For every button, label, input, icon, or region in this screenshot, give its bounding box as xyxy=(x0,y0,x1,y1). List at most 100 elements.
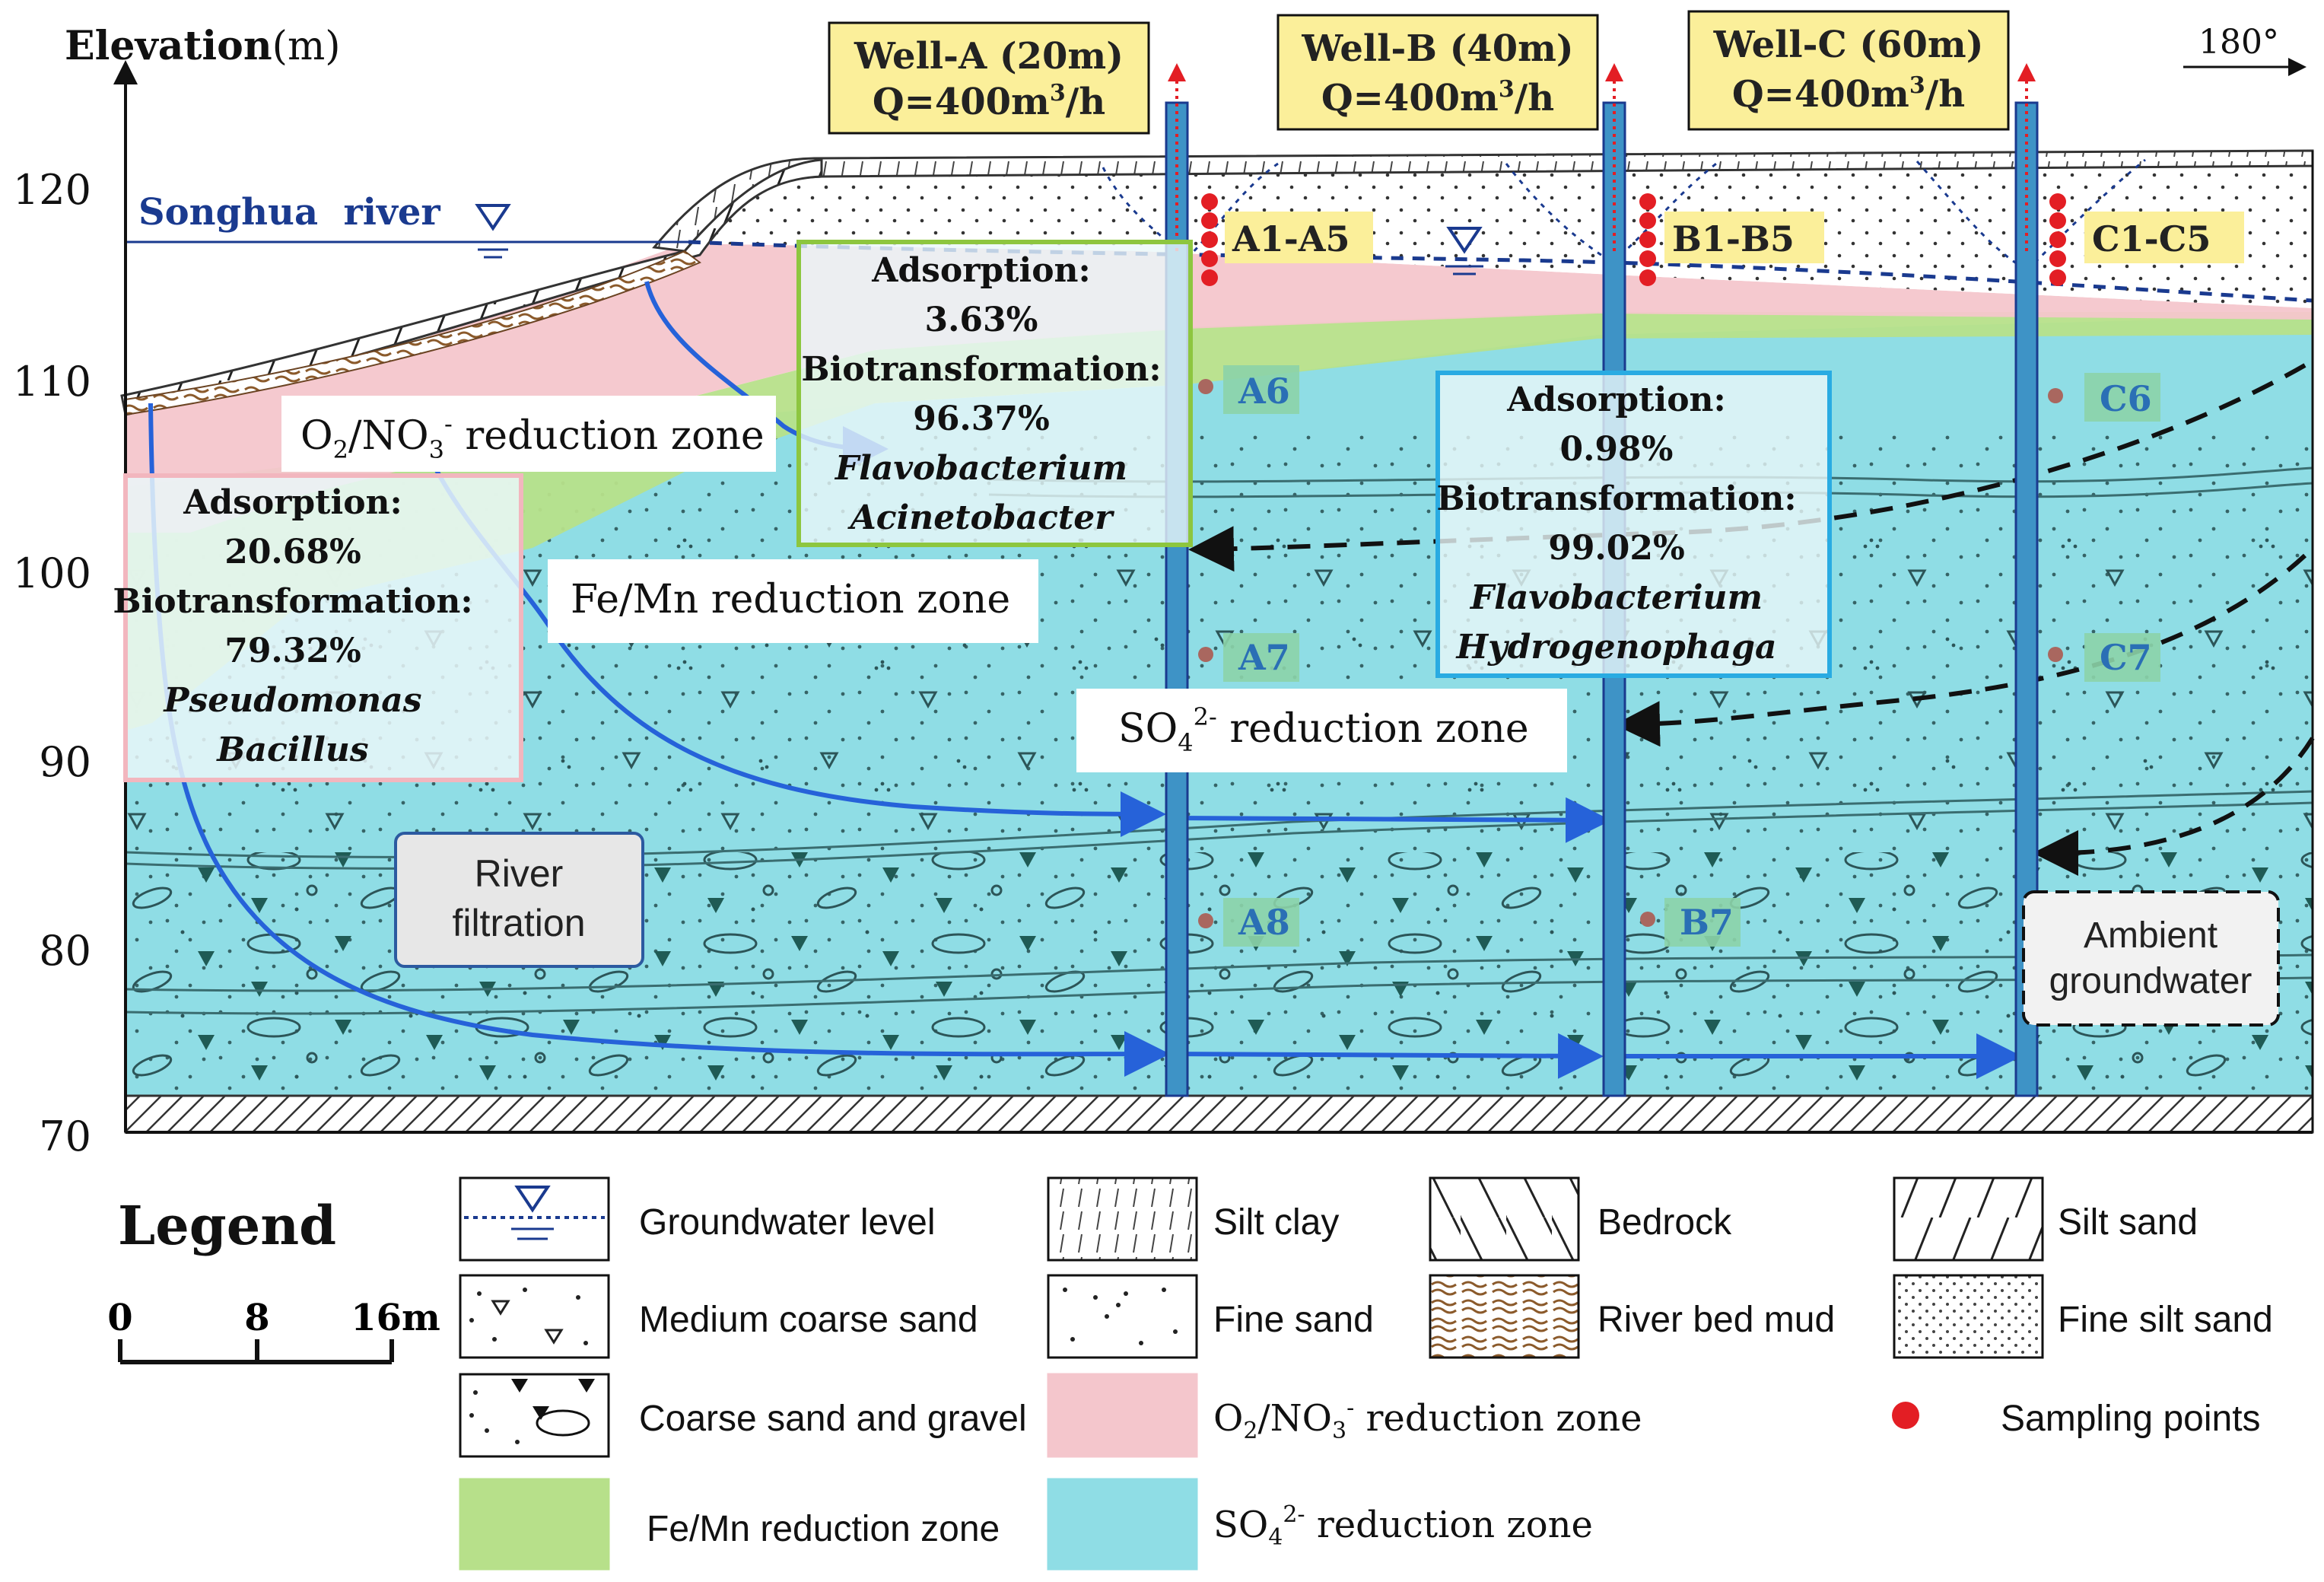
ambient-groundwater-label: Ambient groundwater xyxy=(2022,890,2280,1027)
tick-label: 120 xyxy=(13,166,91,214)
svg-text:River: River xyxy=(475,852,564,895)
well-label-a: Well-A (20m) Q=400m3/h xyxy=(828,21,1150,135)
svg-text:Fe/Mn reduction zone: Fe/Mn reduction zone xyxy=(571,577,1010,622)
svg-text:0: 0 xyxy=(107,1297,132,1339)
svg-text:Q=400m3/h: Q=400m3/h xyxy=(1321,76,1554,119)
legend-medium-coarse-sand: Medium coarse sand xyxy=(459,1274,978,1359)
svg-text:A8: A8 xyxy=(1238,902,1290,943)
river-bed-mud xyxy=(125,250,701,416)
zone-label-o2: O2/NO3- reduction zone xyxy=(281,396,776,472)
svg-text:C7: C7 xyxy=(2100,637,2152,678)
svg-text:Silt sand: Silt sand xyxy=(2058,1202,2198,1243)
legend-fine-silt-sand: Fine silt sand xyxy=(1893,1274,2273,1359)
svg-text:Q=400m3/h: Q=400m3/h xyxy=(1732,72,1965,116)
zone-label-fe-mn: Fe/Mn reduction zone xyxy=(548,559,1038,643)
svg-text:3.63%: 3.63% xyxy=(925,301,1038,339)
svg-text:filtration: filtration xyxy=(452,902,585,944)
svg-text:Well-B (40m): Well-B (40m) xyxy=(1301,27,1573,70)
svg-text:Adsorption:: Adsorption: xyxy=(1506,380,1726,419)
groundwater-symbol xyxy=(1445,227,1483,275)
svg-text:Medium coarse sand: Medium coarse sand xyxy=(639,1300,978,1340)
sampling-point-icon xyxy=(1892,1402,1919,1429)
svg-text:0.98%: 0.98% xyxy=(1560,430,1674,469)
svg-text:Biotransformation:: Biotransformation: xyxy=(801,350,1161,389)
svg-text:99.02%: 99.02% xyxy=(1548,529,1685,568)
elevation-axis: Elevation(m) 120 110 100 90 80 70 xyxy=(13,23,341,1160)
zone-label-so4: SO42- reduction zone xyxy=(1076,689,1567,772)
svg-text:C6: C6 xyxy=(2100,378,2152,419)
tick-label: 110 xyxy=(13,358,91,406)
river-filtration-label: River filtration xyxy=(394,832,644,968)
svg-text:Biotransformation:: Biotransformation: xyxy=(1436,479,1796,518)
legend: Legend 0 8 16m Groundwater level Silt cl… xyxy=(107,1176,2273,1571)
bedrock-strip xyxy=(124,1094,2314,1134)
annotation-box-pink: Adsorption: 20.68% Biotransformation: 79… xyxy=(113,473,523,782)
river-water-symbol xyxy=(472,204,514,259)
svg-text:SO42- reduction zone: SO42- reduction zone xyxy=(1213,1501,1593,1551)
svg-text:A6: A6 xyxy=(1238,371,1290,412)
svg-text:B1-B5: B1-B5 xyxy=(1672,218,1795,259)
well-label-b: Well-B (40m) Q=400m3/h xyxy=(1276,14,1599,131)
legend-o2-zone: O2/NO3- reduction zone xyxy=(1047,1373,1642,1458)
tick-label: 80 xyxy=(39,927,91,975)
legend-silt-sand: Silt sand xyxy=(1893,1176,2198,1262)
svg-text:16m: 16m xyxy=(351,1297,440,1339)
o2-no3-zone-fill xyxy=(126,244,2313,533)
svg-text:C1-C5: C1-C5 xyxy=(2092,218,2211,259)
tick-label: 100 xyxy=(13,549,91,597)
annotation-box-green: Adsorption: 3.63% Biotransformation: 96.… xyxy=(796,240,1193,547)
svg-text:Silt clay: Silt clay xyxy=(1213,1202,1339,1243)
svg-text:O2/NO3- reduction zone: O2/NO3- reduction zone xyxy=(300,409,765,464)
svg-text:O2/NO3- reduction zone: O2/NO3- reduction zone xyxy=(1213,1395,1642,1444)
svg-text:Fine sand: Fine sand xyxy=(1213,1300,1374,1340)
svg-text:River bed mud: River bed mud xyxy=(1598,1300,1835,1340)
svg-text:20.68%: 20.68% xyxy=(224,533,361,571)
legend-river-bed-mud: River bed mud xyxy=(1429,1274,1835,1359)
legend-fine-sand: Fine sand xyxy=(1047,1274,1374,1359)
legend-sampling-points: Sampling points xyxy=(1892,1399,2261,1439)
svg-text:Coarse sand and gravel: Coarse sand and gravel xyxy=(639,1399,1027,1439)
svg-text:Ambient: Ambient xyxy=(2084,915,2217,956)
svg-text:Flavobacterium: Flavobacterium xyxy=(1469,578,1763,617)
sampling-points xyxy=(1198,193,2066,928)
svg-text:96.37%: 96.37% xyxy=(913,399,1050,438)
svg-text:Adsorption:: Adsorption: xyxy=(183,483,402,522)
well-label-c: Well-C (60m) Q=400m3/h xyxy=(1687,10,2010,131)
legend-title: Legend xyxy=(118,1194,336,1257)
axis-title: Elevation(m) xyxy=(65,23,341,69)
svg-text:180°: 180° xyxy=(2198,23,2279,62)
svg-text:79.32%: 79.32% xyxy=(224,632,361,670)
svg-text:A7: A7 xyxy=(1238,637,1290,678)
svg-text:groundwater: groundwater xyxy=(2049,961,2252,1001)
svg-text:Bedrock: Bedrock xyxy=(1598,1202,1732,1243)
well-a xyxy=(1165,63,1189,1097)
svg-text:Bacillus: Bacillus xyxy=(215,731,368,769)
svg-text:Fe/Mn reduction zone: Fe/Mn reduction zone xyxy=(647,1509,1000,1549)
svg-text:Groundwater level: Groundwater level xyxy=(639,1202,936,1243)
svg-text:Hydrogenophaga: Hydrogenophaga xyxy=(1454,628,1776,667)
legend-coarse-sand-gravel: Coarse sand and gravel xyxy=(459,1373,1027,1458)
legend-silt-clay: Silt clay xyxy=(1047,1176,1339,1262)
svg-text:8: 8 xyxy=(244,1297,269,1339)
scale-bar: 0 8 16m xyxy=(107,1297,440,1364)
legend-fe-mn-zone: Fe/Mn reduction zone xyxy=(459,1478,1000,1571)
svg-text:Fine silt sand: Fine silt sand xyxy=(2058,1300,2273,1340)
tick-label: 70 xyxy=(39,1112,91,1160)
river-label: Songhua river xyxy=(138,191,440,234)
svg-text:Q=400m3/h: Q=400m3/h xyxy=(873,80,1105,123)
svg-text:Flavobacterium: Flavobacterium xyxy=(834,449,1127,488)
sample-labels: A1-A5 B1-B5 C1-C5 A6 C6 A7 C7 A8 B7 xyxy=(1223,212,2244,947)
legend-so4-zone: SO42- reduction zone xyxy=(1047,1478,1593,1571)
svg-text:Adsorption:: Adsorption: xyxy=(871,251,1091,290)
annotation-box-blue: Adsorption: 0.98% Biotransformation: 99.… xyxy=(1435,371,1832,678)
legend-bedrock: Bedrock xyxy=(1429,1176,1732,1262)
direction-indicator: 180° xyxy=(2183,23,2307,76)
legend-groundwater-level: Groundwater level xyxy=(459,1176,936,1262)
svg-text:Biotransformation:: Biotransformation: xyxy=(113,582,472,621)
svg-text:Sampling points: Sampling points xyxy=(2001,1399,2261,1439)
svg-text:Pseudomonas: Pseudomonas xyxy=(162,681,421,720)
svg-text:Well-C (60m): Well-C (60m) xyxy=(1713,24,1984,66)
tick-label: 90 xyxy=(39,738,91,786)
svg-text:B7: B7 xyxy=(1680,902,1734,943)
